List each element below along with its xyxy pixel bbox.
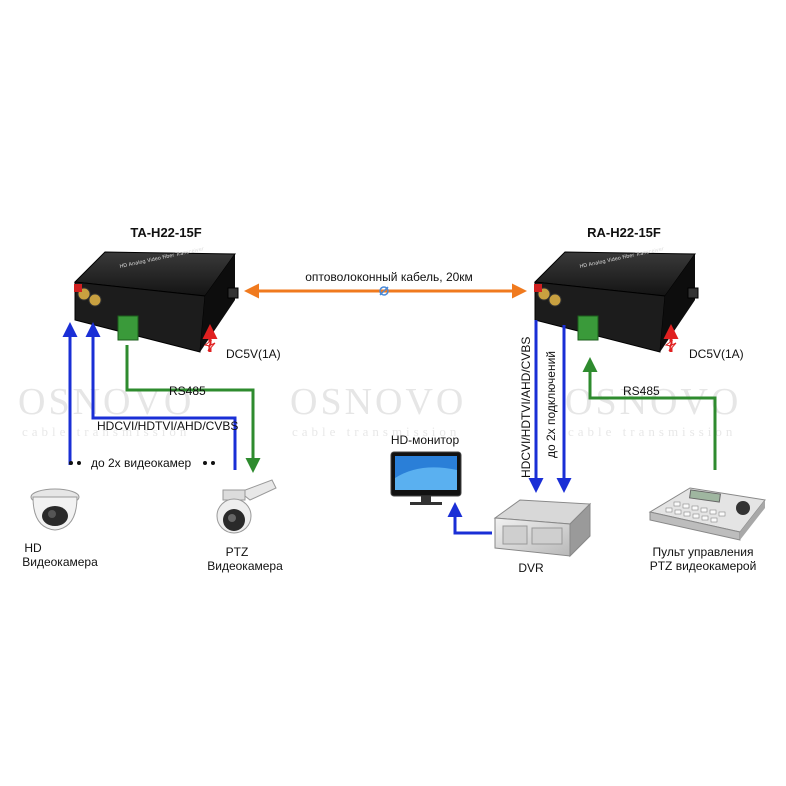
watermark-tagline-right: cable transmission	[568, 424, 737, 439]
hd-camera-icon	[30, 488, 80, 531]
video-formats-label-rx: HDCVI/HDTVI/AHD/CVBS	[519, 336, 533, 478]
watermark-tagline-left: cable transmission	[22, 424, 191, 439]
rs485-arrow-tx	[125, 345, 261, 473]
monitor-label: HD-монитор	[390, 433, 460, 447]
receiver-device: HD Analog Video Fiber Transceiver	[533, 246, 699, 353]
watermark-brand-left: OSNOVO	[18, 381, 195, 423]
dvr-label: DVR	[518, 561, 544, 575]
monitor-icon	[390, 451, 462, 505]
watermark-brand-center: OSNOVO	[290, 381, 467, 423]
rs485-arrow-rx	[582, 357, 717, 470]
power-bolt-icon-tx	[203, 339, 216, 352]
rs485-label-rx: RS485	[623, 384, 660, 398]
receiver-model-label: RA-H22-15F	[587, 225, 661, 240]
watermark-brand-right: OSNOVO	[565, 381, 742, 423]
watermark-tagline-center: cable transmission	[292, 424, 461, 439]
connections-label-rx: до 2х подключений	[544, 350, 558, 458]
ptz-camera-label-line2: Видеокамера	[207, 559, 283, 573]
power-label-tx: DC5V(1A)	[226, 347, 281, 361]
camera-count-label: до 2х видеокамер	[91, 456, 192, 470]
transmitter-model-label: TA-H22-15F	[130, 225, 202, 240]
controller-label-line2: PTZ видеокамерой	[649, 559, 757, 573]
ellipsis-dots	[69, 461, 215, 465]
video-arrow-monitor	[447, 502, 492, 535]
hd-camera-label-line1: HD	[24, 541, 42, 555]
dvr-icon	[493, 499, 592, 558]
power-bolt-icon-rx	[664, 339, 677, 352]
fiber-coil-icon	[379, 286, 389, 296]
transmitter-device: HD Analog Video Fiber Transceiver	[73, 246, 239, 353]
controller-label-line1: Пульт управления	[652, 545, 754, 559]
power-label-rx: DC5V(1A)	[689, 347, 744, 361]
video-formats-label: HDCVI/HDTVI/AHD/CVBS	[97, 419, 239, 433]
rs485-label-tx: RS485	[169, 384, 206, 398]
ptz-controller-icon	[648, 487, 766, 541]
ptz-camera-icon	[216, 479, 277, 534]
video-arrow-ptz-camera	[85, 322, 237, 470]
ptz-camera-label-line1: PTZ	[225, 545, 249, 559]
fiber-label: оптоволоконный кабель, 20км	[305, 270, 473, 284]
hd-camera-label-line2: Видеокамера	[22, 555, 98, 569]
